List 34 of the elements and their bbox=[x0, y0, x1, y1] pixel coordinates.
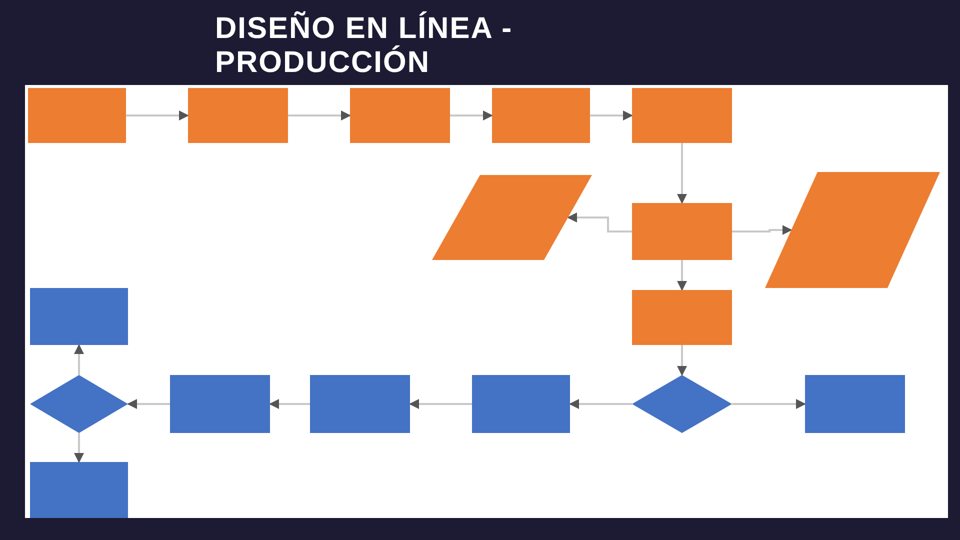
process-box bbox=[632, 290, 732, 345]
arrow bbox=[127, 399, 170, 409]
arrow bbox=[677, 260, 687, 291]
process-box bbox=[350, 88, 450, 143]
process-box bbox=[310, 375, 410, 433]
process-box bbox=[805, 375, 905, 433]
process-box bbox=[632, 88, 732, 143]
process-box bbox=[170, 375, 270, 433]
process-box bbox=[28, 88, 126, 143]
process-box bbox=[472, 375, 570, 433]
decision-diamond bbox=[632, 375, 732, 433]
process-box bbox=[30, 462, 128, 518]
arrow bbox=[126, 110, 189, 120]
arrow bbox=[74, 433, 84, 463]
arrow bbox=[567, 212, 632, 232]
arrow bbox=[450, 110, 493, 120]
arrow bbox=[677, 345, 687, 376]
arrow bbox=[677, 143, 687, 204]
process-box bbox=[632, 203, 732, 260]
data-parallelogram bbox=[432, 175, 592, 260]
arrow bbox=[409, 399, 472, 409]
arrow bbox=[732, 399, 806, 409]
process-box bbox=[492, 88, 590, 143]
process-box bbox=[30, 288, 128, 345]
arrow bbox=[288, 110, 351, 120]
arrow bbox=[269, 399, 310, 409]
arrow bbox=[74, 344, 84, 375]
decision-diamond bbox=[30, 375, 128, 433]
process-box bbox=[188, 88, 288, 143]
data-parallelogram bbox=[765, 172, 940, 288]
arrow bbox=[569, 399, 632, 409]
slide-title: DISEÑO EN LÍNEA - PRODUCCIÓN bbox=[215, 12, 514, 80]
arrow bbox=[732, 225, 792, 235]
arrow bbox=[590, 110, 633, 120]
